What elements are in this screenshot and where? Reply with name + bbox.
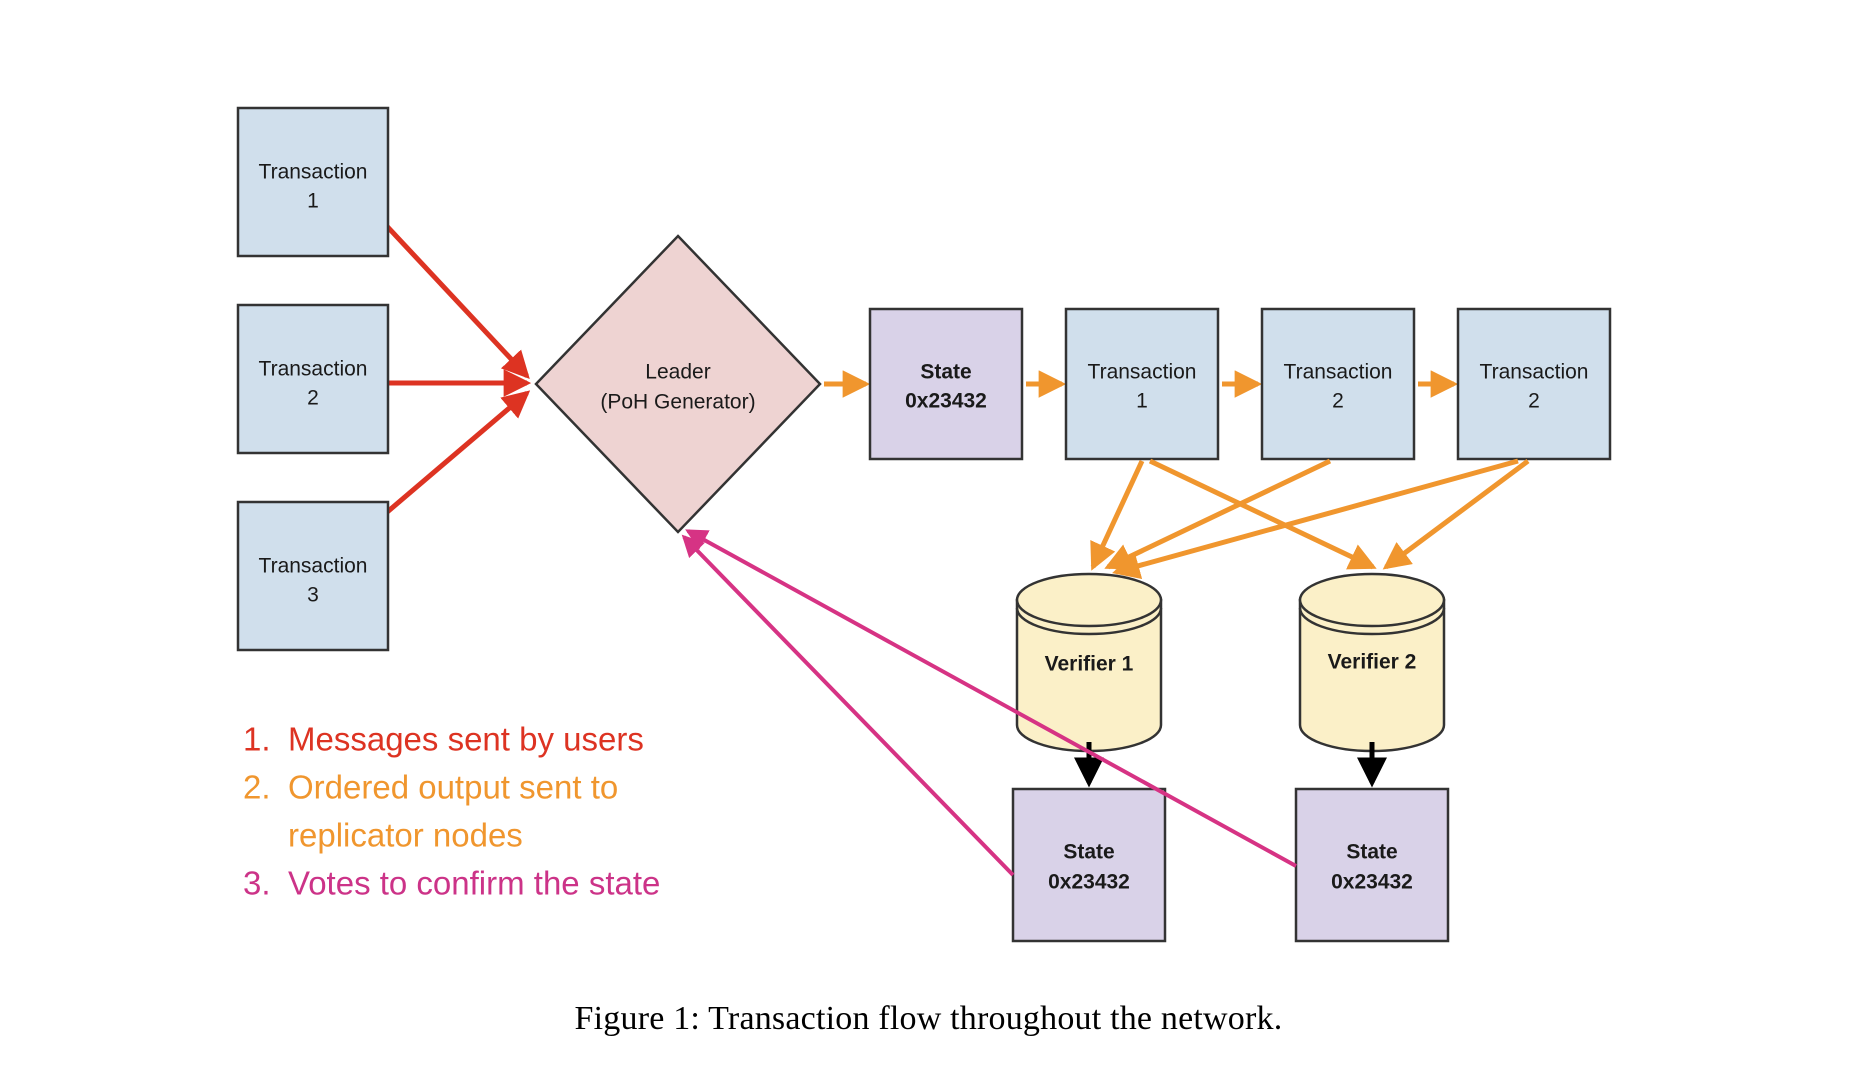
verifier-2-state-title: State [1346,841,1397,864]
ledger-transaction-2-rect[interactable] [1260,307,1416,461]
orange-verifier-arrow-group [1090,458,1530,580]
input-transaction-1-title: Transaction [259,161,368,184]
legend-item-3-text: Votes to confirm the state [288,865,660,902]
ledger-transaction-2-title: Transaction [1284,361,1393,384]
ledger-transaction-3-rect[interactable] [1456,307,1612,461]
leader-diamond[interactable] [534,234,822,534]
legend-item-2-number: 2. [243,769,271,806]
verifier-2-body[interactable] [1298,598,1446,753]
verifier-1-state-value: 0x23432 [1048,871,1130,894]
verifier-2-state-value: 0x23432 [1331,871,1413,894]
arrow-ledger-tx3-to-verifier2 [1382,458,1530,570]
verifier-2-label: Verifier 2 [1328,651,1417,674]
input-transaction-3[interactable]: Transaction 3 [236,500,390,652]
ledger-transaction-3-title: Transaction [1480,361,1589,384]
verifier-1-state-rect[interactable] [1011,787,1167,943]
arrow-ledger-tx2-to-verifier1 [1104,458,1332,570]
leader-node[interactable]: Leader (PoH Generator) [534,234,822,534]
legend-item-3-number: 3. [243,865,271,902]
verifier-1-body[interactable] [1015,598,1163,753]
input-transaction-3-index: 3 [307,584,319,607]
black-arrow-group [1074,742,1387,788]
legend-item-1: 1. Messages sent by users [243,721,644,758]
input-transaction-1[interactable]: Transaction 1 [236,106,390,258]
arrow-ledger-tx1-to-verifier2 [1148,458,1377,570]
input-transaction-1-box[interactable] [236,106,390,258]
leader-label-line1: Leader [645,361,710,384]
legend-item-2: 2. Ordered output sent to replicator nod… [243,769,618,854]
verifier-2-top [1298,572,1446,628]
ledger-transaction-1-value: 1 [1136,390,1148,413]
arrow-ledger-tx1-to-verifier1 [1090,459,1145,571]
verifier-2[interactable]: Verifier 2 [1298,572,1446,753]
verifier-1-top [1015,572,1163,628]
verifier-1-label: Verifier 1 [1045,653,1134,676]
ledger-transaction-2[interactable]: Transaction 2 [1260,307,1416,461]
legend: 1. Messages sent by users 2. Ordered out… [243,721,660,902]
ledger-state-rect[interactable] [868,307,1024,461]
legend-item-3: 3. Votes to confirm the state [243,865,660,902]
verifier-2-state-box[interactable]: State 0x23432 [1294,787,1450,943]
input-transaction-3-title: Transaction [259,555,368,578]
arrow-vote-state2-to-leader [685,529,1297,868]
ledger-transaction-1-rect[interactable] [1064,307,1220,461]
ledger-transaction-1-title: Transaction [1088,361,1197,384]
input-transaction-2[interactable]: Transaction 2 [236,303,390,455]
legend-item-1-number: 1. [243,721,271,758]
ledger-state-title: State [920,361,971,384]
verifier-1-rim [1015,607,1163,636]
figure-caption: Figure 1: Transaction flow throughout th… [574,1000,1283,1037]
ledger-state-value: 0x23432 [905,390,987,413]
legend-item-2-text-line2: replicator nodes [288,817,523,854]
verifier-1[interactable]: Verifier 1 [1015,572,1163,753]
ledger-transaction-3[interactable]: Transaction 2 [1456,307,1612,461]
legend-item-1-text: Messages sent by users [288,721,644,758]
ledger-state-box[interactable]: State 0x23432 [868,307,1024,461]
ledger-transaction-2-value: 2 [1332,390,1344,413]
ledger-transaction-3-value: 2 [1528,390,1540,413]
magenta-vote-arrow-group [681,529,1297,877]
arrow-ledger-tx3-to-verifier1 [1112,458,1519,580]
verifier-1-state-box[interactable]: State 0x23432 [1011,787,1167,943]
leader-label-line2: (PoH Generator) [600,391,755,414]
verifier-2-rim [1298,607,1446,636]
verifier-1-state-title: State [1063,841,1114,864]
input-transaction-3-box[interactable] [236,500,390,652]
input-transaction-2-index: 2 [307,387,319,410]
legend-item-2-text: Ordered output sent to [288,769,618,806]
arrow-vote-state1-to-leader [681,534,1015,877]
input-transaction-1-index: 1 [307,190,319,213]
input-transaction-2-box[interactable] [236,303,390,455]
input-transaction-2-title: Transaction [259,358,368,381]
ledger-transaction-1[interactable]: Transaction 1 [1064,307,1220,461]
verifier-2-state-rect[interactable] [1294,787,1450,943]
